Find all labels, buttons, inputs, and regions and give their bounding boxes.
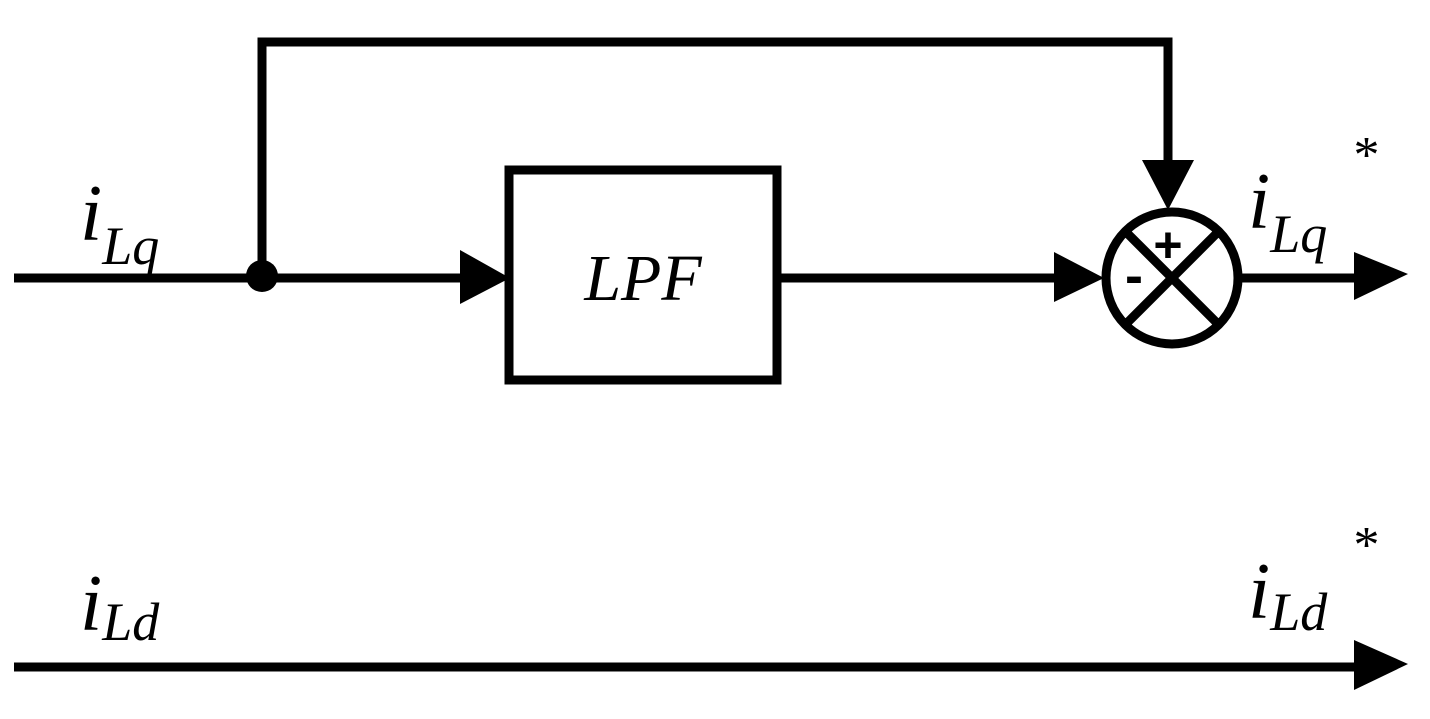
feedforward-path	[257, 37, 1173, 276]
sum-top-arrowhead	[1142, 160, 1194, 210]
output-d-arrowhead	[1354, 640, 1408, 690]
lpf-label: LPF	[583, 242, 702, 315]
sum-minus-sign: -	[1125, 246, 1143, 306]
output-q-star: *	[1351, 127, 1377, 184]
output-q-label: iLq	[1248, 158, 1327, 264]
lpf-block	[504, 165, 782, 385]
summing-junction	[1101, 207, 1243, 349]
sum-left-arrowhead	[1054, 252, 1104, 302]
output-q-arrowhead	[1354, 252, 1408, 300]
input-d-label: iLd	[80, 560, 160, 652]
output-d-label: iLd	[1248, 548, 1328, 642]
sum-plus-sign: +	[1153, 217, 1182, 273]
lpf-input-arrowhead	[460, 250, 510, 304]
input-q-label: iLq	[80, 170, 159, 276]
output-d-star: *	[1351, 517, 1377, 574]
